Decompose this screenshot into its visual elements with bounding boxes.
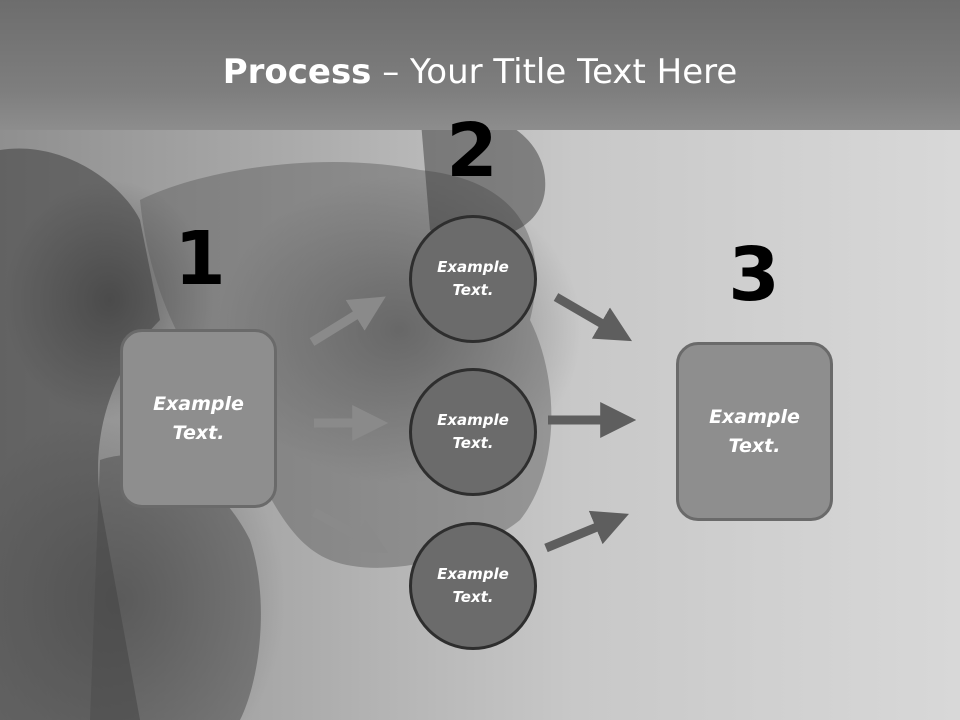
- step-2-circle-bottom-text: Example Text.: [437, 565, 509, 606]
- step-3-text: Example Text.: [709, 405, 800, 457]
- arrow-1-to-2a: [309, 296, 386, 346]
- step-3-box[interactable]: Example Text.: [676, 342, 833, 521]
- title-bold: Process: [222, 52, 372, 92]
- step-1-text: Example Text.: [153, 392, 244, 444]
- arrow-2c-to-3: [544, 510, 629, 553]
- arrow-2a-to-3: [553, 293, 633, 342]
- step-2-circle-middle[interactable]: Example Text.: [409, 368, 537, 496]
- step-number-1: 1: [174, 216, 226, 302]
- step-2-circle-top-text: Example Text.: [437, 258, 509, 299]
- step-number-2: 2: [446, 108, 498, 194]
- step-2-circle-middle-text: Example Text.: [437, 411, 509, 452]
- slide-title[interactable]: Process – Your Title Text Here: [0, 52, 960, 92]
- step-number-3: 3: [728, 232, 780, 318]
- title-band: [0, 0, 960, 130]
- title-rest: – Your Title Text Here: [371, 52, 738, 92]
- arrow-1-to-2c: [311, 508, 389, 553]
- step-1-box[interactable]: Example Text.: [120, 329, 277, 508]
- step-2-circle-top[interactable]: Example Text.: [409, 215, 537, 343]
- step-2-circle-bottom[interactable]: Example Text.: [409, 522, 537, 650]
